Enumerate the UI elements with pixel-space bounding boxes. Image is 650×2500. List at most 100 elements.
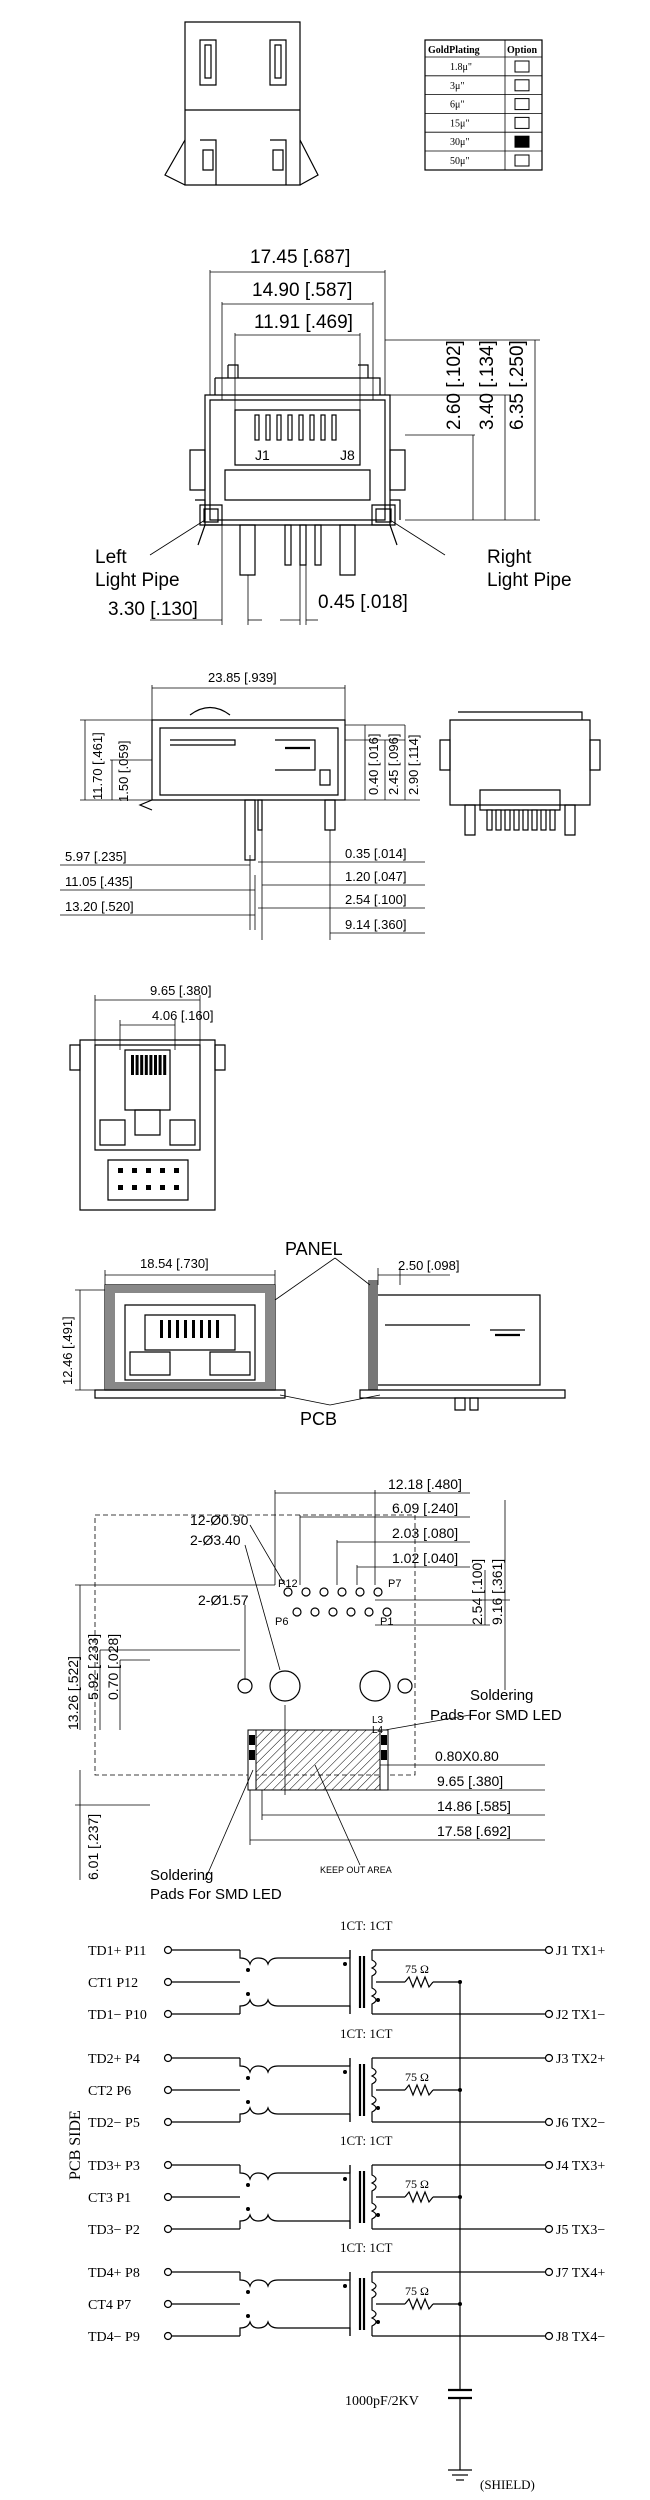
shield-label: (SHIELD) [480,2477,535,2492]
smd-pad [249,1750,255,1760]
pad-bottom [382,1607,392,1617]
contact-pin [168,1320,171,1338]
xfmr-right-coil [370,2165,377,2229]
resistor-label: 75 Ω [405,2284,429,2298]
dot [343,2070,347,2074]
output-bot-label: J2 TX1− [556,2008,605,2023]
panel-dim-r-label: 2.50 [.098] [398,1258,459,1273]
pad-top [337,1587,347,1597]
pad-bottom [292,1607,302,1617]
fp-dim-top-3: 2.03 [.080] [392,1525,458,1541]
fp-dim-top-4: 1.02 [.040] [392,1550,458,1566]
hole-label-2: 2-Ø3.40 [190,1532,241,1548]
panel-dim-w-label: 18.54 [.730] [140,1256,209,1271]
pad-top [301,1587,311,1597]
fp-dim-right-1: 2.54 [.100] [469,1559,485,1625]
resistor [404,2190,434,2204]
dot [246,2183,250,2187]
input-top-label: TD4+ P8 [88,2266,140,2281]
side-dim-right-1: 0.35 [.014] [345,846,406,861]
resistor [404,2083,434,2097]
resistor [404,1975,434,1989]
terminal [163,2267,173,2277]
dim-h2-label: 3.40 [.134] [477,340,498,430]
pin [531,809,538,831]
input-bot-label: TD3− P2 [88,2223,140,2238]
pin [522,809,529,831]
input-top-label: TD2+ P4 [88,2052,140,2067]
output-bot-label: J6 TX2− [556,2116,605,2131]
dim-port-label: 11.91 [.469] [254,312,353,333]
pin [146,1168,151,1173]
pin [174,1185,179,1190]
checkbox-empty [514,154,530,167]
output-top-label: J3 TX2+ [556,2052,605,2067]
side-dim-left-1: 5.97 [.235] [65,849,126,864]
checkbox-empty [514,60,530,73]
dot [246,2076,250,2080]
terminal [544,2117,554,2127]
fp-dim-bottom-3: 14.86 [.585] [437,1798,511,1814]
output-top-label: J4 TX3+ [556,2159,605,2174]
pin [540,809,547,831]
terminal [544,2267,554,2277]
pin-p1-label: P1 [380,1616,393,1628]
capacitor-label: 1000pF/2KV [345,2394,419,2409]
pin [146,1185,151,1190]
contact-pin [176,1320,179,1338]
checkbox-empty [514,79,530,92]
contact-pin [154,1055,157,1075]
panel-dim-h-label: 12.46 [.491] [60,1316,75,1385]
pad-top [355,1587,365,1597]
input-ct-label: CT2 P6 [88,2084,131,2099]
fp-dim-top-1: 12.18 [.480] [388,1476,462,1492]
xfmr-right-coil [370,2058,377,2122]
side-dim-right-2: 1.20 [.047] [345,869,406,884]
dim-bottom-left-label: 3.30 [.130] [108,599,198,620]
terminal [544,2160,554,2170]
dot [246,2207,250,2211]
dot [376,2213,380,2217]
choke-coil [239,2106,351,2122]
pad-bottom [310,1607,320,1617]
terminal [163,2192,173,2202]
pin-l3-label: L3 [372,1715,384,1726]
resistor-label: 75 Ω [405,1962,429,1976]
dot [246,1968,250,1972]
choke-coil [239,2272,351,2288]
contact-pin [160,1320,163,1338]
top-isometric-view [164,21,319,186]
option-header-label: Option [507,45,537,56]
checkbox-empty [514,98,530,111]
output-top-label: J1 TX1+ [556,1944,605,1959]
dot [343,2177,347,2181]
input-top-label: TD1+ P11 [88,1944,146,1959]
choke-coil [239,2058,351,2074]
choke-coil [239,2165,351,2181]
contact-pin [135,1055,139,1075]
terminal [544,2053,554,2063]
fp-dim-top-2: 6.09 [.240] [392,1500,458,1516]
plating-value: 6μ" [450,100,464,111]
side-view-right [439,711,601,836]
choke-coil [239,2213,351,2229]
pin [160,1185,165,1190]
side-dim-right-4: 9.14 [.360] [345,917,406,932]
fp-dim-left-3: 0.70 [.028] [105,1634,121,1700]
hole-label-3: 2-Ø1.57 [198,1592,249,1608]
side-dim-right-3: 2.54 [.100] [345,892,406,907]
contact-pin [309,414,315,441]
dot [376,2320,380,2324]
output-bot-label: J8 TX4− [556,2330,605,2345]
contact-pin [287,414,293,441]
terminal [544,2009,554,2019]
resistor-label: 75 Ω [405,2070,429,2084]
side-dim-v2-label: 2.45 [.096] [386,734,401,795]
resistor-label: 75 Ω [405,2177,429,2191]
smd-pad [381,1735,387,1745]
pad-top [319,1587,329,1597]
